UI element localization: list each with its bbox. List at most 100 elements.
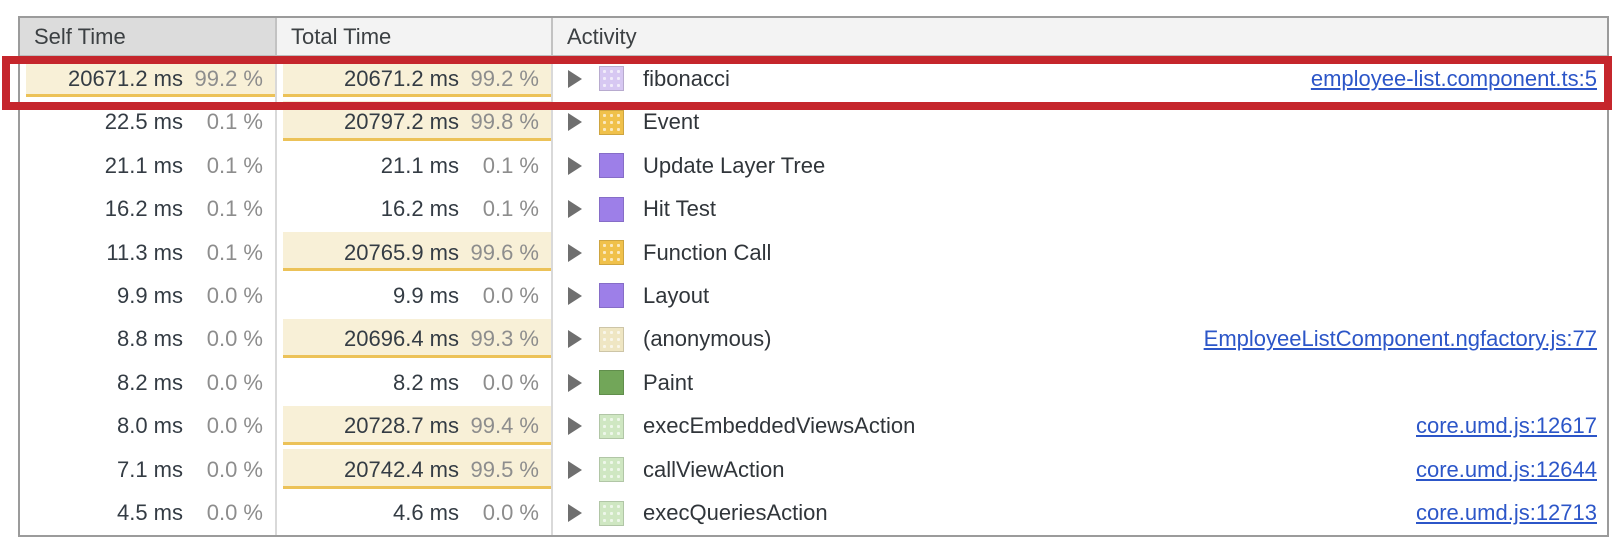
category-swatch-icon: [599, 326, 624, 352]
table-row[interactable]: 8.2 ms 0.0 % 8.2 ms 0.0 % Paint: [20, 361, 1607, 405]
table-row[interactable]: 22.5 ms 0.1 % 20797.2 ms 99.8 % Event: [20, 100, 1607, 144]
column-header-label: Activity: [567, 23, 637, 49]
self-time-value: 11.3 ms: [106, 239, 183, 265]
activity-label: Layout: [643, 282, 710, 308]
self-time-percent: 0.0 %: [206, 500, 263, 526]
self-time-percent: 99.2 %: [194, 65, 264, 91]
disclosure-triangle-icon[interactable]: [568, 373, 582, 392]
disclosure-triangle-icon[interactable]: [568, 460, 582, 479]
self-time-cell: 21.1 ms 0.1 %: [20, 143, 277, 188]
total-time-value: 20728.7 ms: [344, 413, 459, 439]
table-header: Self Time Total Time Activity: [20, 18, 1607, 57]
activity-label: Function Call: [643, 239, 772, 265]
activity-label: fibonacci: [643, 65, 730, 91]
activity-cell: Hit Test: [553, 187, 1607, 230]
category-swatch-icon: [599, 370, 624, 396]
total-time-value: 20696.4 ms: [344, 326, 459, 352]
table-row[interactable]: 8.0 ms 0.0 % 20728.7 ms 99.4 % execEmbed…: [20, 404, 1607, 449]
total-time-value: 20765.9 ms: [344, 239, 459, 265]
disclosure-triangle-icon[interactable]: [568, 243, 582, 262]
category-swatch-icon: [599, 196, 624, 222]
self-time-value: 4.5 ms: [116, 500, 183, 526]
category-swatch-icon: [599, 153, 624, 179]
self-time-value: 7.1 ms: [116, 456, 183, 482]
disclosure-triangle-icon[interactable]: [568, 69, 582, 88]
total-time-value: 20742.4 ms: [344, 456, 459, 482]
total-time-value: 20671.2 ms: [344, 65, 459, 91]
column-header-self-time[interactable]: Self Time: [20, 18, 277, 55]
total-time-percent: 0.1 %: [482, 196, 539, 222]
activity-label: Update Layer Tree: [643, 152, 826, 178]
self-time-cell: 20671.2 ms 99.2 %: [20, 57, 277, 101]
column-header-total-time[interactable]: Total Time: [277, 18, 553, 55]
total-time-percent: 99.6 %: [470, 239, 540, 265]
self-time-cell: 22.5 ms 0.1 %: [20, 100, 277, 144]
category-swatch-icon: [599, 413, 624, 439]
source-link[interactable]: core.umd.js:12713: [1416, 500, 1597, 526]
disclosure-triangle-icon[interactable]: [568, 417, 582, 436]
self-time-cell: 8.8 ms 0.0 %: [20, 317, 277, 362]
category-swatch-icon: [599, 457, 624, 483]
self-time-cell: 11.3 ms 0.1 %: [20, 230, 277, 275]
source-link[interactable]: EmployeeListComponent.ngfactory.js:77: [1203, 326, 1597, 352]
self-time-percent: 0.0 %: [206, 326, 263, 352]
disclosure-triangle-icon[interactable]: [568, 286, 582, 305]
category-swatch-icon: [599, 240, 624, 266]
table-row[interactable]: 7.1 ms 0.0 % 20742.4 ms 99.5 % callViewA…: [20, 448, 1607, 492]
category-swatch-icon: [599, 66, 624, 92]
table-row[interactable]: 16.2 ms 0.1 % 16.2 ms 0.1 % Hit Test: [20, 187, 1607, 231]
activity-cell: execQueriesAction core.umd.js:12713: [553, 492, 1607, 535]
total-time-value: 16.2 ms: [380, 196, 459, 222]
disclosure-triangle-icon[interactable]: [568, 504, 582, 523]
source-link[interactable]: employee-list.component.ts:5: [1310, 65, 1597, 91]
activity-label: execQueriesAction: [643, 500, 828, 526]
self-time-cell: 4.5 ms 0.0 %: [20, 491, 277, 535]
total-time-cell: 8.2 ms 0.0 %: [277, 361, 553, 405]
total-time-cell: 20797.2 ms 99.8 %: [277, 100, 553, 144]
source-link[interactable]: core.umd.js:12617: [1416, 413, 1597, 439]
self-time-value: 21.1 ms: [104, 152, 183, 178]
disclosure-triangle-icon[interactable]: [568, 200, 582, 219]
self-time-value: 20671.2 ms: [68, 65, 183, 91]
activity-cell: Function Call: [553, 231, 1607, 274]
column-header-label: Self Time: [34, 23, 126, 49]
activity-label: (anonymous): [643, 326, 772, 352]
self-time-value: 22.5 ms: [104, 109, 183, 135]
table-row[interactable]: 11.3 ms 0.1 % 20765.9 ms 99.6 % Function…: [20, 230, 1607, 275]
activity-label: execEmbeddedViewsAction: [643, 413, 916, 439]
activity-label: callViewAction: [643, 456, 785, 482]
self-time-cell: 7.1 ms 0.0 %: [20, 448, 277, 492]
self-time-value: 8.2 ms: [116, 369, 183, 395]
category-swatch-icon: [599, 283, 624, 309]
table-row[interactable]: 9.9 ms 0.0 % 9.9 ms 0.0 % Layout: [20, 274, 1607, 318]
table-row[interactable]: 20671.2 ms 99.2 % 20671.2 ms 99.2 % fibo…: [20, 57, 1607, 101]
total-time-percent: 99.4 %: [470, 413, 540, 439]
activity-cell: Event: [553, 100, 1607, 143]
self-time-value: 8.0 ms: [116, 413, 183, 439]
source-link[interactable]: core.umd.js:12644: [1416, 456, 1597, 482]
disclosure-triangle-icon[interactable]: [568, 156, 582, 175]
self-time-percent: 0.0 %: [206, 456, 263, 482]
total-time-cell: 20671.2 ms 99.2 %: [277, 57, 553, 101]
self-time-cell: 16.2 ms 0.1 %: [20, 187, 277, 231]
activity-label: Hit Test: [643, 196, 716, 222]
self-time-percent: 0.0 %: [206, 413, 263, 439]
table-row[interactable]: 21.1 ms 0.1 % 21.1 ms 0.1 % Update Layer…: [20, 143, 1607, 188]
activity-cell: (anonymous) EmployeeListComponent.ngfact…: [553, 318, 1607, 361]
table-row[interactable]: 4.5 ms 0.0 % 4.6 ms 0.0 % execQueriesAct…: [20, 491, 1607, 535]
column-header-activity[interactable]: Activity: [553, 18, 1607, 55]
total-time-cell: 4.6 ms 0.0 %: [277, 491, 553, 535]
self-time-percent: 0.0 %: [206, 369, 263, 395]
activity-cell: Layout: [553, 274, 1607, 317]
total-time-percent: 99.2 %: [470, 65, 540, 91]
self-time-value: 16.2 ms: [104, 196, 183, 222]
table-row[interactable]: 8.8 ms 0.0 % 20696.4 ms 99.3 % (anonymou…: [20, 317, 1607, 362]
total-time-cell: 20765.9 ms 99.6 %: [277, 230, 553, 275]
total-time-cell: 20742.4 ms 99.5 %: [277, 448, 553, 492]
column-header-label: Total Time: [291, 23, 392, 49]
disclosure-triangle-icon[interactable]: [568, 330, 582, 349]
activity-cell: Update Layer Tree: [553, 144, 1607, 187]
disclosure-triangle-icon[interactable]: [568, 113, 582, 132]
self-time-value: 8.8 ms: [116, 326, 183, 352]
total-time-cell: 16.2 ms 0.1 %: [277, 187, 553, 231]
